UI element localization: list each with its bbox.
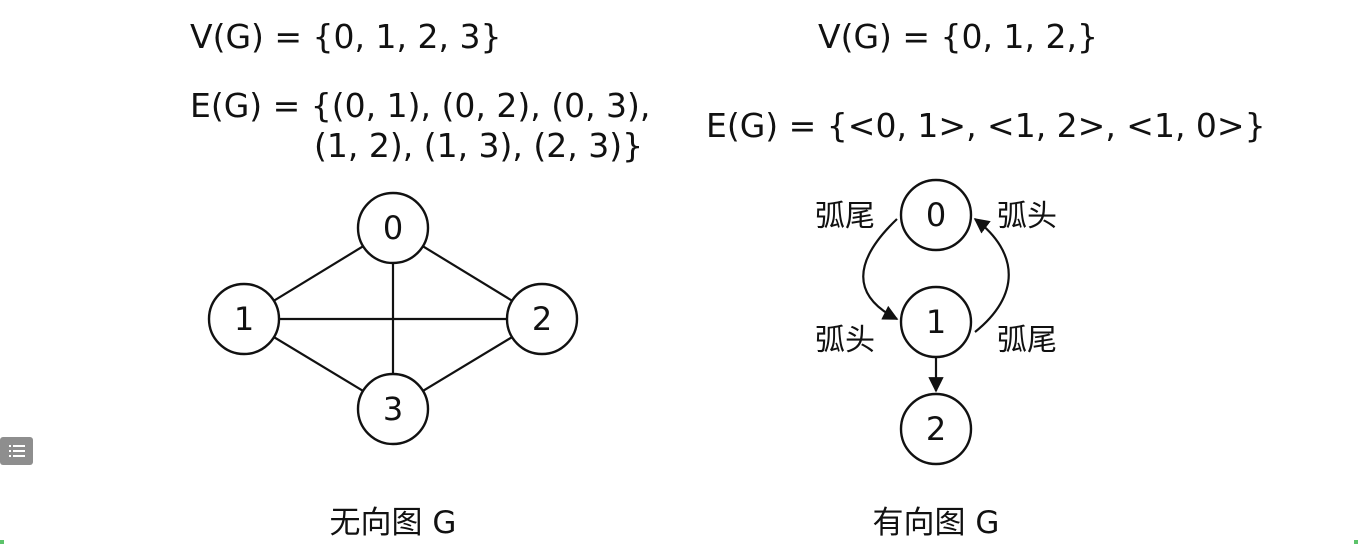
undirected-node-0: 0 (356, 191, 430, 265)
directed-node-1: 1 (899, 285, 973, 359)
directed-vertex-set: V(G) = {0, 1, 2,} (818, 17, 1098, 56)
undirected-node-1: 1 (207, 282, 281, 356)
node-label: 1 (234, 300, 254, 338)
arc-head-label-mid-left: 弧头 (815, 323, 875, 358)
node-label: 3 (383, 390, 403, 428)
undirected-caption: 无向图 G (330, 505, 457, 541)
undirected-edge-set-line1: E(G) = {(0, 1), (0, 2), (0, 3), (190, 86, 650, 125)
directed-node-2: 2 (899, 392, 973, 466)
undirected-node-2: 2 (505, 282, 579, 356)
directed-edge-set: E(G) = {<0, 1>, <1, 2>, <1, 0>} (706, 106, 1266, 145)
directed-graph: V(G) = {0, 1, 2,} E(G) = {<0, 1>, <1, 2>… (706, 17, 1266, 541)
node-label: 2 (926, 410, 946, 448)
list-icon (8, 445, 25, 457)
undirected-vertex-set: V(G) = {0, 1, 2, 3} (190, 17, 501, 56)
undirected-graph: V(G) = {0, 1, 2, 3} E(G) = {(0, 1), (0, … (190, 17, 650, 541)
arc-1-0 (973, 218, 1010, 333)
corner-mark-right (1354, 540, 1358, 544)
outline-toggle-button[interactable] (0, 437, 33, 465)
arc-0-1 (862, 218, 899, 320)
arc-tail-label-top-left: 弧尾 (815, 199, 875, 234)
arc-tail-label-mid-right: 弧尾 (997, 323, 1057, 358)
node-label: 2 (532, 300, 552, 338)
undirected-edge-set-line2: (1, 2), (1, 3), (2, 3)} (314, 126, 643, 165)
arc-head-label-top-right: 弧头 (997, 199, 1057, 234)
node-label: 0 (926, 196, 946, 234)
node-label: 0 (383, 209, 403, 247)
directed-caption: 有向图 G (873, 505, 1000, 541)
directed-node-0: 0 (899, 178, 973, 252)
corner-mark-left (0, 540, 4, 544)
node-label: 1 (926, 303, 946, 341)
undirected-node-3: 3 (356, 372, 430, 446)
